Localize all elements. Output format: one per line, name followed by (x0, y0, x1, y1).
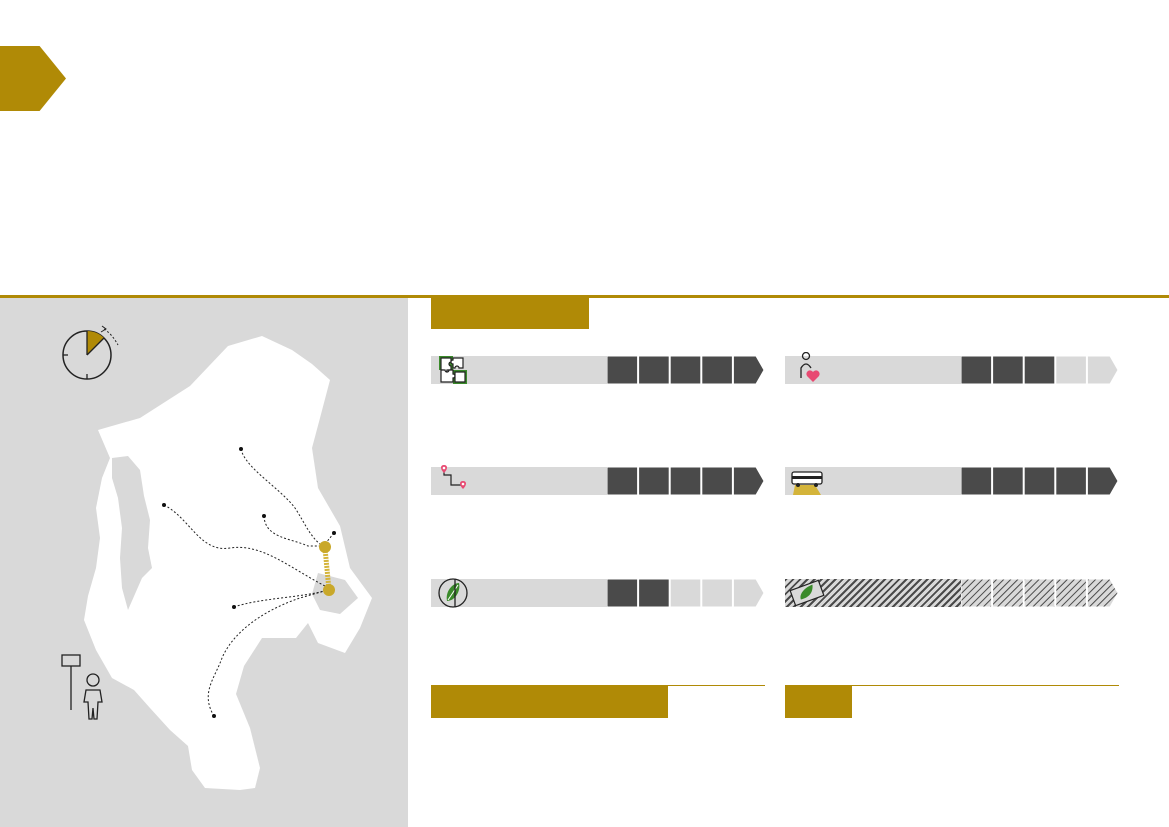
rating-segment-filled (638, 467, 670, 495)
rating-segment-filled (992, 467, 1024, 495)
rating-segment-filled (961, 467, 993, 495)
rating-segment-filled (701, 356, 733, 384)
rating-segment-filled (607, 356, 639, 384)
island-shape (84, 336, 372, 790)
rating-segment-filled (701, 467, 733, 495)
rating-segments (607, 467, 765, 495)
stop-dot (212, 714, 216, 718)
leaf-banknote-icon (789, 575, 825, 611)
rating-segment-filled (732, 356, 765, 384)
stop-dot (162, 503, 166, 507)
rating-segments (961, 467, 1119, 495)
rating-segment-filled (669, 356, 702, 384)
rating-label-bar (431, 579, 607, 607)
section-chevron-marker (0, 46, 66, 111)
rating-segment-filled (638, 579, 670, 607)
divider-line (785, 685, 1119, 686)
section-header-tab (785, 686, 852, 718)
rating-scale (961, 467, 1119, 495)
rating-segment-empty (992, 579, 1024, 607)
rating-segment-filled (638, 356, 670, 384)
rating-segment-empty (732, 579, 765, 607)
rating-segments (607, 579, 765, 607)
route-line (163, 504, 326, 587)
bus-stop-person-icon (61, 654, 103, 720)
stop-dot (332, 531, 336, 535)
rating-scale (607, 467, 765, 495)
rating-segments (607, 356, 765, 384)
route-line (240, 448, 326, 549)
route-pins-icon (435, 463, 471, 499)
rating-segment-filled (607, 579, 639, 607)
rating-segments (961, 579, 1119, 607)
rating-row-directness (431, 465, 765, 495)
stop-dot (232, 605, 236, 609)
rating-segment-filled (669, 467, 702, 495)
puzzle-icon (435, 352, 471, 388)
route-line (233, 589, 329, 608)
rating-row-environment (431, 578, 765, 608)
inlet-shape (112, 456, 152, 610)
rating-segments (961, 356, 1119, 384)
rating-label-bar (431, 467, 607, 495)
rating-row-cost (785, 579, 1119, 607)
section-header-tab (431, 298, 589, 329)
clock-icon (62, 325, 119, 380)
rating-row-accessibility (785, 351, 1119, 384)
rating-scale (961, 356, 1119, 384)
stop-dot (239, 447, 243, 451)
rating-segment-empty (1086, 356, 1119, 384)
stop-dot (262, 514, 266, 518)
rating-segment-filled (1023, 467, 1056, 495)
route-map-panel (0, 298, 408, 827)
bus-icon (789, 463, 825, 499)
rating-segment-empty (1055, 579, 1087, 607)
rating-segment-filled (732, 467, 765, 495)
rating-segment-filled (992, 356, 1024, 384)
bay-shape (312, 573, 358, 614)
rating-segment-empty (1086, 579, 1119, 607)
rating-segment-empty (701, 579, 733, 607)
rating-segment-filled (1086, 467, 1119, 495)
rating-segment-empty (1055, 356, 1087, 384)
rating-segment-empty (1023, 579, 1056, 607)
rating-scale (607, 579, 765, 607)
rating-segment-filled (1023, 356, 1056, 384)
section-header-tab (431, 686, 668, 718)
island-map (61, 325, 372, 790)
rating-row-integration (431, 356, 765, 384)
rating-segment-filled (607, 467, 639, 495)
rating-segment-filled (1055, 467, 1087, 495)
leaf-badge-icon (435, 575, 471, 611)
hub-dot (319, 541, 331, 553)
divider-line (431, 685, 765, 686)
divider-line (0, 295, 1169, 298)
hub-dot (323, 584, 335, 596)
route-line (263, 515, 325, 547)
highlight-link (322, 547, 332, 591)
rating-segment-empty (961, 579, 993, 607)
rating-scale (961, 579, 1119, 607)
rating-segment-empty (669, 579, 702, 607)
rating-row-frequency (785, 467, 1119, 495)
rating-scale (607, 356, 765, 384)
rating-segment-filled (961, 356, 993, 384)
person-heart-icon (789, 351, 825, 388)
